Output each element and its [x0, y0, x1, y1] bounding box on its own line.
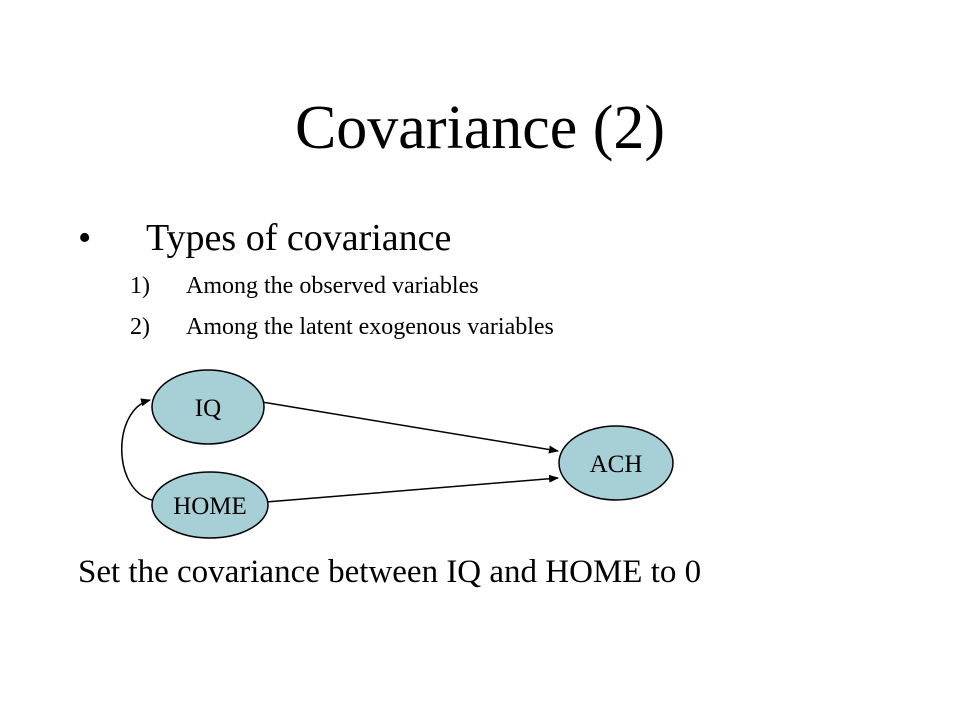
node-home: HOME: [151, 471, 269, 539]
sub-item-text: Among the latent exogenous variables: [186, 314, 554, 340]
node-home-label: HOME: [173, 493, 247, 520]
home-to-ach-arrow: [265, 474, 559, 503]
slide-title: Covariance (2): [294, 94, 666, 162]
footer-statement: Set the covariance between IQ and HOME t…: [78, 554, 702, 590]
node-ach: ACH: [558, 425, 674, 501]
sub-item-number: 2): [130, 314, 150, 340]
iq-to-ach-arrow: [261, 401, 559, 454]
covariance-arrow: [121, 398, 162, 507]
sub-item-number: 1): [130, 273, 150, 299]
bullet-text: Types of covariance: [146, 217, 452, 259]
bullet-icon: •: [78, 217, 92, 259]
node-iq: IQ: [151, 369, 265, 445]
sub-item-text: Among the observed variables: [186, 273, 479, 299]
node-iq-label: IQ: [195, 395, 221, 422]
node-ach-label: ACH: [590, 451, 643, 478]
